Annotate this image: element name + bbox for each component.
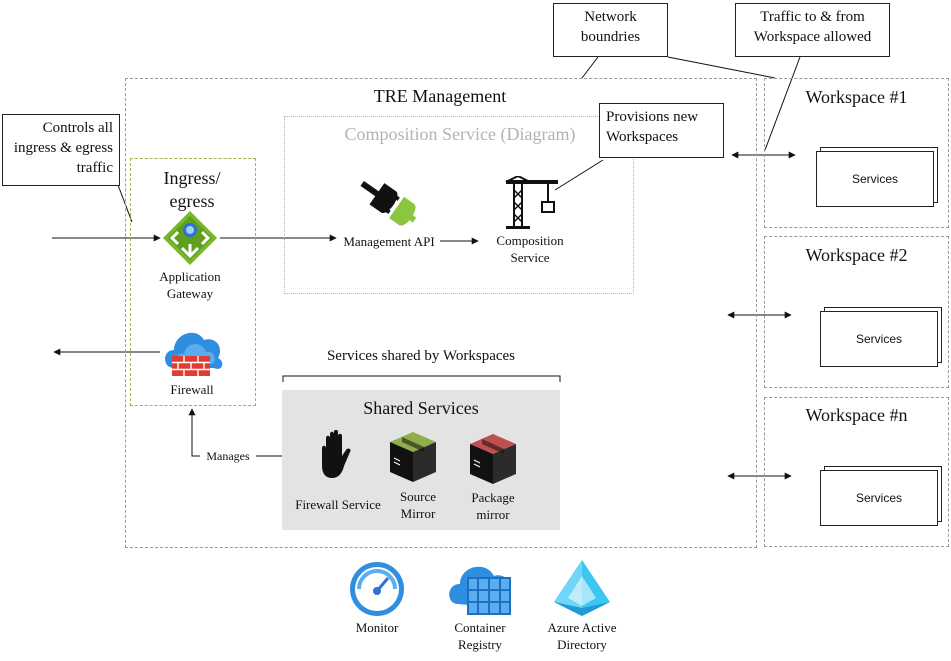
- manages-label: Manages: [200, 448, 256, 465]
- workspace-n-boundary: [764, 397, 949, 547]
- application-gateway-label: Application Gateway: [159, 269, 221, 301]
- azure-active-directory-label: Azure Active Directory: [547, 620, 617, 652]
- monitor-gauge-icon: [350, 562, 404, 616]
- workspace-2-services-card: Services: [820, 311, 938, 367]
- firewall-service-label: Firewall Service: [295, 497, 381, 512]
- composition-service-title: Composition Service (Diagram): [344, 124, 576, 144]
- traffic-workspace-callout: Traffic to & from Workspace allowed: [735, 3, 890, 57]
- provisions-workspaces-callout: Provisions new Workspaces: [599, 103, 724, 158]
- source-mirror-label: Source Mirror: [399, 489, 437, 521]
- composition-service-boundary: [284, 116, 634, 294]
- network-boundaries-callout: Network boundries: [553, 3, 668, 57]
- source-mirror-box-icon: [390, 432, 436, 482]
- composition-service-crane-icon: [505, 176, 558, 229]
- workspace-2-title: Workspace #2: [805, 245, 908, 265]
- azure-active-directory-icon: [554, 560, 610, 616]
- workspace-1-services-card: Services: [816, 151, 934, 207]
- workspace-1-boundary: [764, 78, 949, 228]
- ingress-egress-title: Ingress/ egress: [163, 168, 221, 211]
- firewall-icon: [165, 332, 223, 376]
- tre-management-boundary: [125, 78, 757, 548]
- package-mirror-label: Package mirror: [471, 490, 515, 522]
- ingress-egress-boundary: [130, 158, 256, 406]
- workspace-n-services-card: Services: [820, 470, 938, 526]
- package-mirror-box-icon: [470, 434, 516, 484]
- container-registry-icon: [449, 566, 511, 615]
- firewall-service-hand-icon: [322, 430, 351, 478]
- composition-service-label: Composition Service: [496, 233, 564, 265]
- shared-services-title: Shared Services: [363, 398, 479, 418]
- management-api-label: Management API: [343, 234, 435, 249]
- management-api-plug-icon: [360, 180, 417, 226]
- controls-ingress-callout: Controls all ingress & egress traffic: [2, 114, 120, 186]
- workspace-1-title: Workspace #1: [805, 87, 908, 107]
- monitor-label: Monitor: [355, 620, 399, 635]
- shared-services-caption: Services shared by Workspaces: [326, 348, 516, 364]
- firewall-label: Firewall: [170, 382, 214, 397]
- workspace-n-services-label: Services: [855, 491, 902, 505]
- workspace-2-services-label: Services: [855, 332, 902, 346]
- workspace-1-services-label: Services: [851, 172, 898, 186]
- workspace-n-title: Workspace #n: [805, 405, 908, 425]
- workspace-2-boundary: [764, 236, 949, 388]
- tre-management-title: TRE Management: [373, 86, 507, 106]
- container-registry-label: Container Registry: [454, 620, 506, 652]
- application-gateway-icon: [163, 211, 217, 265]
